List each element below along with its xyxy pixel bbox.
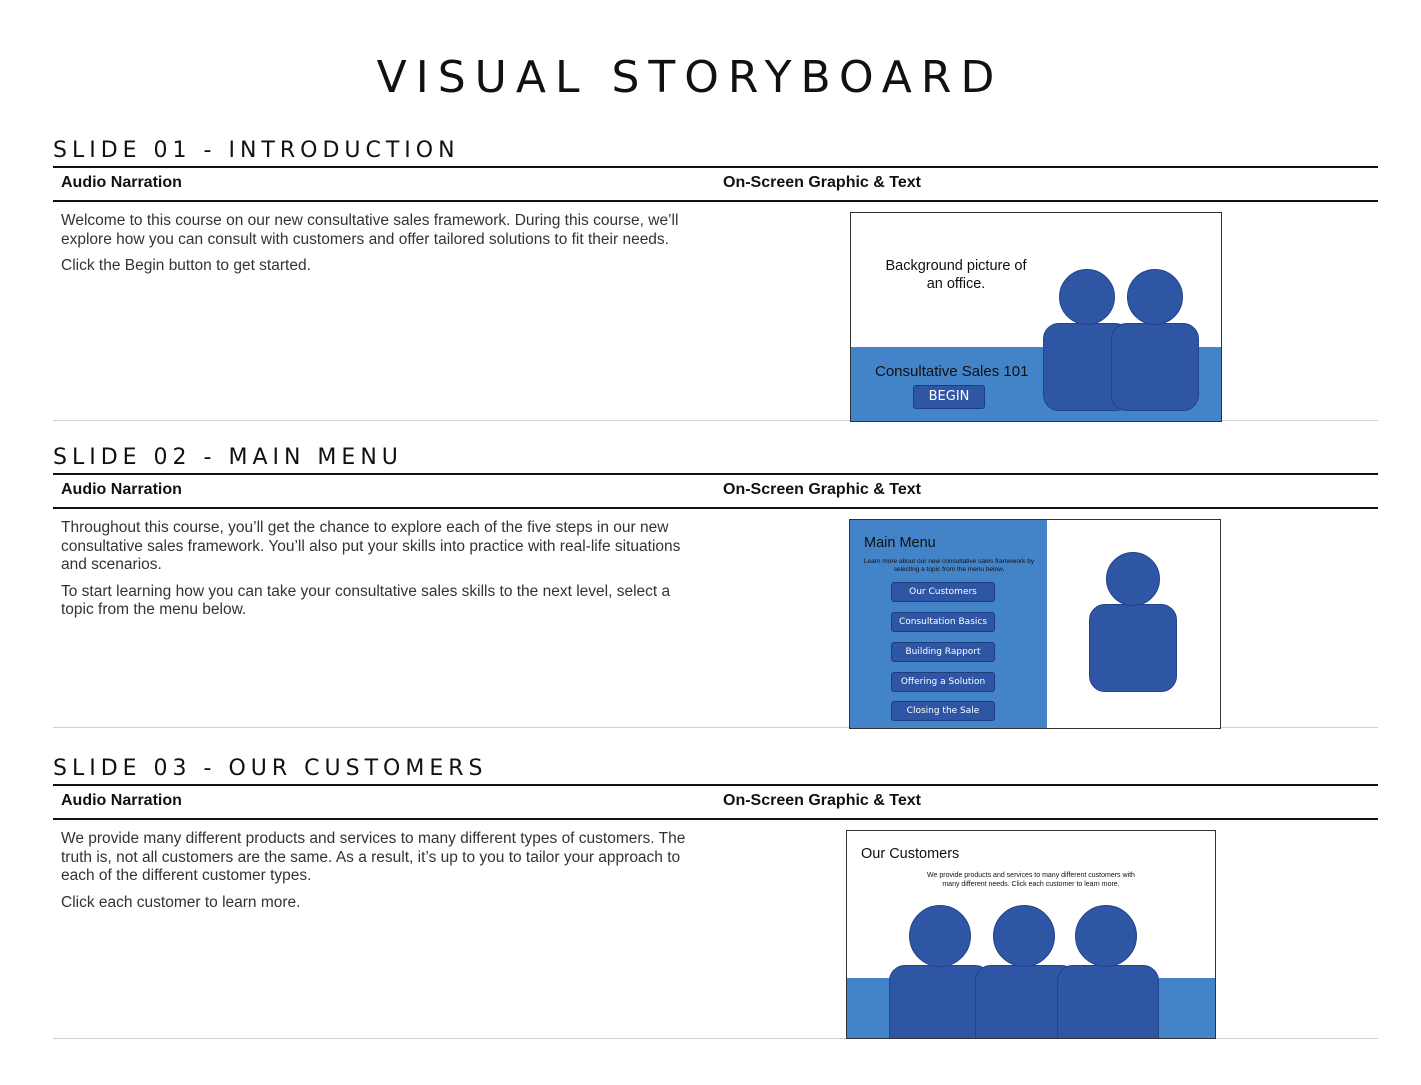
narration-paragraph: Welcome to this course on our new consul… [61, 212, 679, 248]
slide-03-section: SLIDE 03 - OUR CUSTOMERS Audio Narration… [53, 754, 1378, 1039]
person-figure [1089, 552, 1181, 696]
screen-description: We provide products and services to many… [927, 872, 1135, 888]
person-head [1059, 269, 1115, 325]
begin-button[interactable]: BEGIN [913, 385, 985, 409]
screen-title: Our Customers [861, 846, 960, 862]
on-screen-graphic-label: On-Screen Graphic & Text [723, 174, 921, 191]
slide-01-mockup: Background picture of an office. Consult… [850, 212, 1222, 422]
narration-paragraph: Throughout this course, you’ll get the c… [61, 519, 681, 573]
slide-heading: SLIDE 01 - INTRODUCTION [53, 136, 1378, 168]
menu-item-offering-a-solution[interactable]: Offering a Solution [891, 672, 995, 692]
slide-body: We provide many different products and s… [53, 820, 1378, 1039]
audio-narration-label: Audio Narration [61, 481, 182, 498]
audio-narration-text: We provide many different products and s… [61, 830, 706, 920]
column-header-row: Audio Narration On-Screen Graphic & Text [53, 786, 1378, 820]
customer-figure[interactable] [1057, 905, 1161, 1038]
slide-03-mockup: Our Customers We provide products and se… [846, 830, 1216, 1039]
person-head [1106, 552, 1160, 606]
slide-02-section: SLIDE 02 - MAIN MENU Audio Narration On-… [53, 443, 1378, 729]
slide-heading: SLIDE 03 - OUR CUSTOMERS [53, 754, 1378, 786]
menu-title: Main Menu [864, 535, 936, 551]
menu-item-closing-the-sale[interactable]: Closing the Sale [891, 701, 995, 721]
slide-02-mockup: Main Menu Learn more about our new consu… [849, 519, 1221, 729]
slide-heading: SLIDE 02 - MAIN MENU [53, 443, 1378, 475]
audio-narration-text: Welcome to this course on our new consul… [61, 212, 706, 284]
person-torso [1111, 323, 1199, 411]
person-head [1127, 269, 1183, 325]
person-torso [1089, 604, 1177, 692]
column-header-row: Audio Narration On-Screen Graphic & Text [53, 475, 1378, 509]
person-head [1075, 905, 1137, 967]
on-screen-graphic-label: On-Screen Graphic & Text [723, 481, 921, 498]
person-torso [889, 965, 991, 1038]
slide-body: Welcome to this course on our new consul… [53, 202, 1378, 422]
menu-description: Learn more about our new consultative sa… [863, 558, 1035, 573]
narration-paragraph: We provide many different products and s… [61, 830, 686, 884]
menu-item-building-rapport[interactable]: Building Rapport [891, 642, 995, 662]
course-title: Consultative Sales 101 [875, 363, 1029, 380]
person-head [909, 905, 971, 967]
menu-item-consultation-basics[interactable]: Consultation Basics [891, 612, 995, 632]
person-head [993, 905, 1055, 967]
audio-narration-label: Audio Narration [61, 792, 182, 809]
customer-figure[interactable] [889, 905, 993, 1038]
column-header-row: Audio Narration On-Screen Graphic & Text [53, 168, 1378, 202]
person-figure [1111, 269, 1201, 421]
audio-narration-text: Throughout this course, you’ll get the c… [61, 519, 706, 628]
audio-narration-label: Audio Narration [61, 174, 182, 191]
narration-paragraph: Click each customer to learn more. [61, 893, 301, 911]
slide-body: Throughout this course, you’ll get the c… [53, 509, 1378, 729]
page-title: VISUAL STORYBOARD [376, 52, 1004, 103]
person-torso [1057, 965, 1159, 1038]
background-note: Background picture of an office. [885, 258, 1027, 292]
menu-item-our-customers[interactable]: Our Customers [891, 582, 995, 602]
narration-paragraph: To start learning how you can take your … [61, 582, 671, 619]
slide-01-section: SLIDE 01 - INTRODUCTION Audio Narration … [53, 136, 1378, 422]
on-screen-graphic-label: On-Screen Graphic & Text [723, 792, 921, 809]
narration-paragraph: Click the Begin button to get started. [61, 257, 311, 274]
